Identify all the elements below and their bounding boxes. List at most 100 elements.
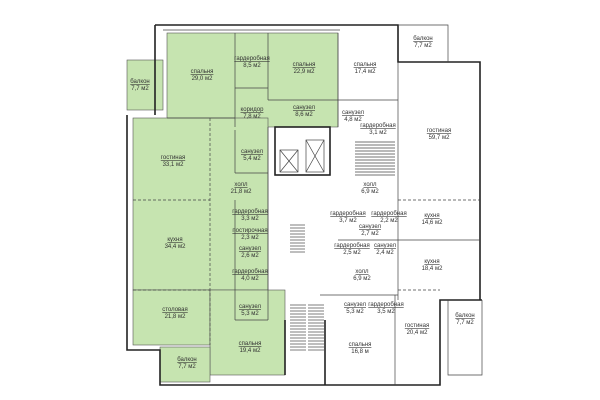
- room-name: спальня: [354, 62, 377, 68]
- room-area: 8,6 м2: [295, 112, 313, 118]
- room-name: санузел: [293, 105, 315, 111]
- room-area: 2,4 м2: [376, 250, 394, 256]
- room-area: 2,5 м2: [343, 250, 361, 256]
- room-area: 3,5 м2: [377, 309, 395, 315]
- room-area: 34,4 м2: [165, 244, 186, 250]
- room-name: санузел: [359, 224, 381, 230]
- stairs-icon: [290, 141, 395, 351]
- room-area: 2,2 м2: [380, 218, 398, 224]
- room-fill[interactable]: [132, 117, 269, 291]
- room-area: 7,7 м2: [456, 320, 474, 326]
- room-fill[interactable]: [159, 346, 211, 383]
- room-name: санузел: [239, 246, 261, 252]
- building-core: [274, 126, 395, 351]
- room-name: гостиная: [405, 323, 429, 329]
- walls: [126, 24, 483, 386]
- elevator-icon: [279, 149, 299, 173]
- room-area: 6,9 м2: [361, 189, 379, 195]
- room-fill[interactable]: [132, 289, 211, 346]
- room-area: 6,9 м2: [353, 276, 371, 282]
- room-name: санузел: [241, 149, 263, 155]
- room-area: 21,8 м2: [231, 189, 252, 195]
- room-name: гостиная: [161, 155, 185, 161]
- room-name: гардеробная: [371, 211, 406, 217]
- room-name: спальня: [191, 69, 214, 75]
- room-name: гардеробная: [330, 211, 365, 217]
- room-area: 5,3 м2: [346, 309, 364, 315]
- room-area: 4,0 м2: [241, 276, 259, 282]
- room-area: 3,7 м2: [339, 218, 357, 224]
- room-area: 16,8 м: [351, 349, 368, 355]
- room-area: 5,3 м2: [241, 311, 259, 317]
- room-area: 7,7 м2: [131, 86, 149, 92]
- room-name: гостиная: [427, 128, 451, 134]
- room-name: кухня: [424, 259, 439, 265]
- room-area: 5,4 м2: [243, 156, 261, 162]
- room-area: 3,3 м2: [241, 216, 259, 222]
- room-name: санузел: [342, 110, 364, 116]
- room-name: холл: [363, 182, 377, 188]
- room-name: балкон: [130, 79, 149, 85]
- room-area: 17,4 м2: [355, 69, 376, 75]
- room-area: 7,7 м2: [414, 43, 432, 49]
- room-fill[interactable]: [166, 32, 339, 128]
- room-name: гардеробная: [368, 302, 403, 308]
- room-area: 2,3 м2: [241, 235, 259, 241]
- elevator-shaft: [274, 126, 331, 176]
- room-fill[interactable]: [209, 289, 286, 376]
- room-fill[interactable]: [126, 59, 164, 111]
- room-name: холл: [355, 269, 369, 275]
- room-name: спальня: [293, 62, 316, 68]
- room-name: балкон: [455, 313, 474, 319]
- room-area: 14,6 м2: [422, 220, 443, 226]
- room-name: санузел: [344, 302, 366, 308]
- room-name: столовая: [162, 307, 188, 313]
- room-name: гардеробная: [232, 209, 267, 215]
- room-name: гардеробная: [232, 269, 267, 275]
- room-area: 18,4 м2: [422, 266, 443, 272]
- room-area: 4,8 м2: [344, 117, 362, 123]
- room-name: балкон: [177, 357, 196, 363]
- room-area: 20,4 м2: [407, 330, 428, 336]
- highlighted-apartment: [126, 32, 339, 383]
- room-area: 22,9 м2: [294, 69, 315, 75]
